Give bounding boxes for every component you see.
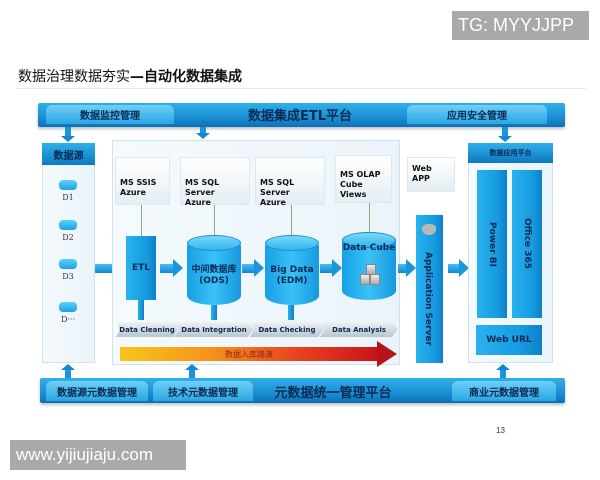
right-arrow-icon: [242, 259, 264, 277]
up-arrow-icon: [61, 364, 75, 370]
arrow-stem: [502, 127, 508, 136]
data-source-item[interactable]: D2: [48, 220, 88, 242]
data-source-item[interactable]: D1: [48, 180, 88, 202]
source-line1: MS SQL Server: [185, 178, 220, 197]
web-url-app[interactable]: Web URL: [476, 325, 542, 355]
watermark-top-right: TG: MYYJJPP: [452, 11, 589, 40]
slide-title: 数据治理数据夯实—自动化数据集成: [18, 66, 242, 86]
ods-sublabel: (ODS): [199, 276, 229, 286]
flow-arrow-head: [377, 341, 397, 367]
right-arrow-icon: [398, 259, 416, 277]
ms-sql-server-azure-box-2[interactable]: MS SQL Server Azure: [255, 157, 325, 207]
ms-olap-cube-views-box[interactable]: MS OLAP Cube Views: [335, 155, 392, 203]
slide-title-normal: 数据治理数据夯实: [18, 69, 130, 85]
data-source-label: D···: [60, 315, 76, 324]
web-app-box[interactable]: Web APP: [407, 157, 455, 192]
source-line1: MS OLAP: [340, 170, 381, 179]
right-arrow-icon: [160, 259, 183, 277]
connector-line: [214, 205, 215, 237]
metadata-platform-title: 元数据统一管理平台: [274, 386, 392, 401]
ms-sql-server-azure-box-1[interactable]: MS SQL Server Azure: [180, 157, 250, 207]
data-source-panel: [42, 143, 95, 363]
up-arrow-icon: [496, 364, 510, 370]
title-divider: [16, 88, 586, 89]
connector-stub: [138, 300, 144, 320]
database-icon: [59, 180, 77, 190]
office-365-label: Office 365: [522, 218, 532, 270]
source-line1: MS SSIS: [120, 178, 157, 187]
etl-node[interactable]: ETL: [126, 236, 156, 300]
right-arrow-icon: [320, 259, 342, 277]
monitoring-management-tab[interactable]: 数据监控管理: [46, 105, 174, 124]
up-arrow-icon: [185, 364, 199, 370]
arrow-stem: [200, 127, 206, 133]
down-arrow-icon: [196, 133, 210, 139]
data-source-header: 数据源: [42, 143, 95, 165]
watermark-bottom-left: www.yijiujiaju.com: [10, 440, 186, 470]
database-icon: [59, 220, 77, 230]
connector-stub: [288, 305, 294, 320]
stage-data-analysis: Data Analysis: [320, 322, 398, 337]
power-bi-app[interactable]: Power BI: [477, 170, 507, 318]
data-source-item[interactable]: D···: [48, 302, 88, 324]
page-number: 13: [496, 426, 505, 435]
server-icon: [422, 224, 436, 235]
cylinder-top: [187, 235, 241, 251]
slide-title-bold: —自动化数据集成: [130, 69, 242, 85]
data-source-item[interactable]: D3: [48, 259, 88, 281]
arrow-stem: [65, 370, 71, 378]
database-icon: [59, 259, 77, 269]
data-source-label: D1: [62, 193, 74, 202]
stage-data-integration: Data Integration: [174, 322, 254, 337]
web-app-line2: APP: [412, 174, 430, 183]
cylinder-top: [265, 235, 319, 251]
source-line2: Azure: [120, 188, 146, 197]
technical-metadata-tab[interactable]: 技术元数据管理: [153, 381, 253, 401]
ms-ssis-azure-box[interactable]: MS SSIS Azure: [115, 157, 170, 205]
data-source-label: D2: [62, 233, 74, 242]
connector-line: [291, 205, 292, 237]
web-app-line1: Web: [412, 164, 432, 173]
stage-data-cleaning: Data Cleaning: [116, 322, 178, 337]
connector-stub: [211, 305, 217, 320]
edm-sublabel: (EDM): [276, 276, 308, 286]
power-bi-label: Power BI: [487, 221, 497, 267]
cylinder-top: [342, 232, 396, 248]
connector-line: [369, 203, 370, 232]
down-arrow-icon: [61, 136, 75, 142]
cube-stack-icon: [360, 264, 380, 286]
database-icon: [59, 302, 77, 312]
right-arrow-icon: [448, 259, 469, 277]
data-flow-arrow: 数据入库路演: [120, 347, 378, 361]
business-metadata-tab[interactable]: 商业元数据管理: [452, 381, 556, 401]
application-server-label: Application Server: [423, 252, 433, 346]
data-cube-label: Data Cube: [342, 243, 396, 253]
data-source-label: D3: [62, 272, 74, 281]
down-arrow-icon: [498, 136, 512, 142]
arrow-stem: [65, 127, 71, 136]
ods-label: 中间数据库: [191, 265, 237, 275]
stage-data-checking: Data Checking: [250, 322, 324, 337]
source-metadata-tab[interactable]: 数据源元数据管理: [46, 381, 148, 401]
connector-line: [141, 205, 142, 236]
source-line2: Azure: [185, 198, 211, 207]
app-security-tab[interactable]: 应用安全管理: [407, 105, 547, 124]
application-server-node[interactable]: [416, 215, 443, 363]
source-line2: Azure: [260, 198, 286, 207]
etl-platform-title: 数据集成ETL平台: [247, 109, 353, 124]
edm-label: Big Data: [270, 265, 314, 275]
app-platform-header: 数据应用平台: [468, 143, 553, 163]
arrow-stem: [189, 370, 195, 378]
source-line2: Cube Views: [340, 180, 367, 199]
arrow-stem: [500, 370, 506, 378]
source-line1: MS SQL Server: [260, 178, 295, 197]
office-365-app[interactable]: Office 365: [512, 170, 542, 318]
